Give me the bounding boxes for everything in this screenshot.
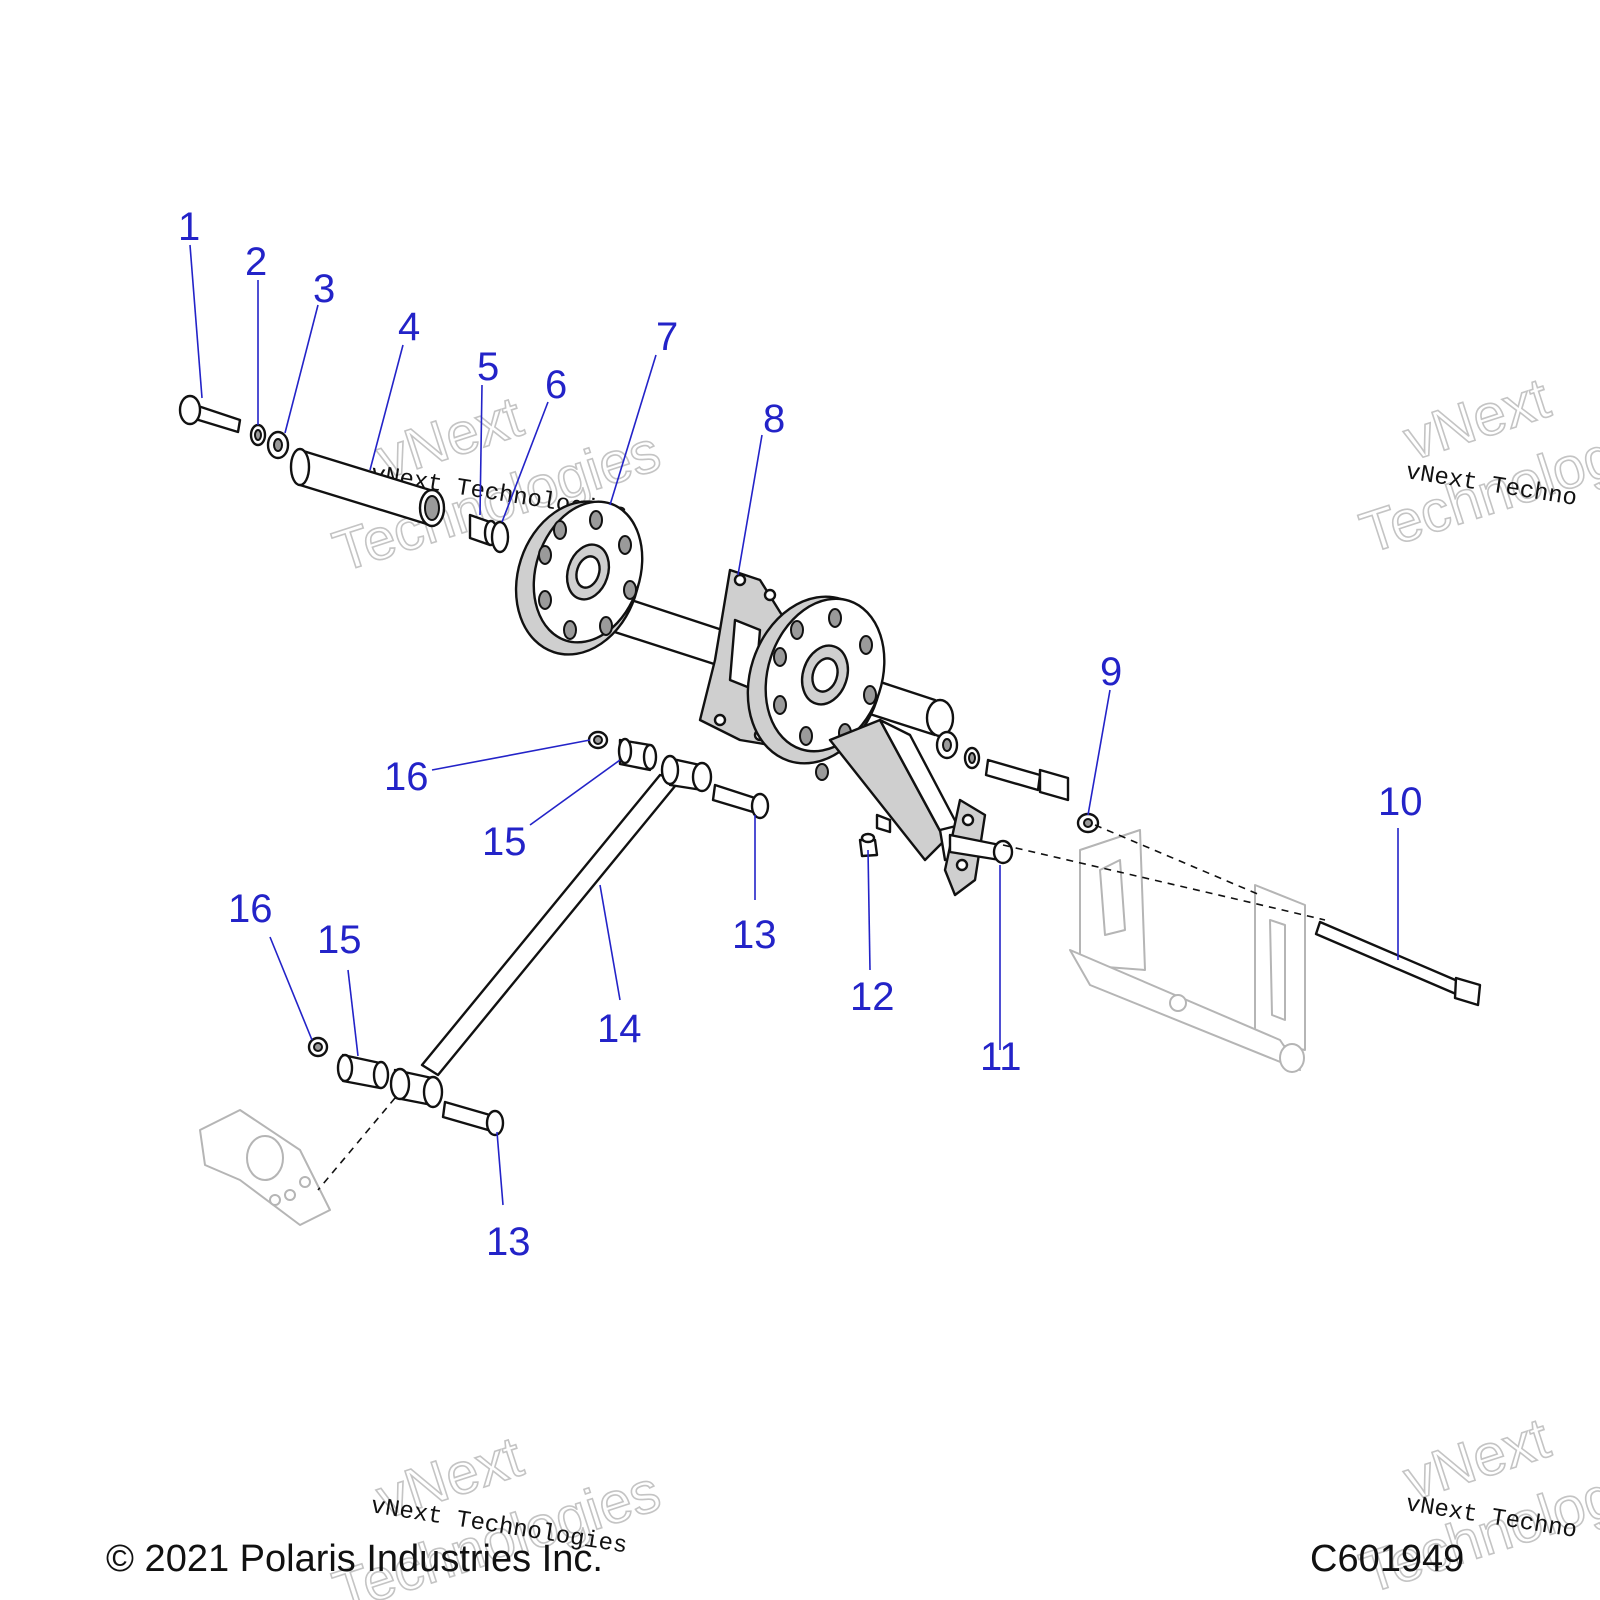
leader-lines — [189, 244, 1399, 1206]
callout-11: 11 — [980, 1035, 1022, 1079]
part-5-spacer — [468, 513, 499, 547]
callout-15-upper: 15 — [482, 820, 527, 864]
callout-10: 10 — [1378, 780, 1423, 824]
part-12-grease-fitting — [858, 832, 879, 858]
part-6-ring — [490, 520, 510, 554]
watermark: vNext Technologies — [1352, 365, 1600, 567]
rail-bracket-ghost — [1069, 829, 1306, 1073]
figure-code: C601949 — [1310, 1538, 1465, 1580]
callout-3: 3 — [313, 267, 335, 311]
part-9-nut — [1076, 812, 1100, 834]
part-4-tube — [289, 447, 446, 528]
part-7-idler-wheel — [514, 500, 644, 656]
part-3-washer — [266, 430, 290, 460]
part-11-bushing — [948, 833, 1014, 865]
callouts: 1 2 3 4 5 6 7 8 9 10 11 12 13 13 14 15 1… — [178, 205, 1423, 1264]
right-washer-b — [963, 746, 981, 770]
part-13-bolt-lower — [441, 1100, 505, 1137]
grease-fitting-upper — [875, 813, 892, 834]
swing-arm — [815, 718, 987, 897]
callout-6: 6 — [545, 363, 567, 407]
assembly-lines — [317, 824, 1326, 1191]
part-2-washer — [249, 423, 267, 447]
part-16-nut-lower — [307, 1036, 329, 1058]
part-15-spacer-lower — [336, 1053, 390, 1090]
callout-13-lower: 13 — [486, 1220, 531, 1264]
callout-1: 1 — [178, 205, 200, 249]
right-bolt — [984, 758, 1070, 802]
callout-7: 7 — [656, 315, 678, 359]
callout-4: 4 — [398, 305, 420, 349]
part-10-long-bolt — [1314, 920, 1482, 1007]
right-washer-a — [935, 730, 959, 760]
part-13-bolt-upper — [711, 783, 770, 820]
callout-5: 5 — [477, 345, 499, 389]
part-7-idler-wheel-right — [746, 595, 886, 765]
callout-16-lower: 16 — [228, 887, 273, 931]
arm-mount-ghost — [199, 1109, 331, 1226]
callout-16-upper: 16 — [384, 755, 429, 799]
part-15-spacer-upper — [617, 737, 658, 772]
copyright-notice: © 2021 Polaris Industries Inc. — [106, 1538, 603, 1580]
part-16-nut-upper — [587, 730, 609, 750]
callout-8: 8 — [763, 397, 785, 441]
callout-9: 9 — [1100, 650, 1122, 694]
callout-12: 12 — [850, 975, 895, 1019]
part-1-bolt — [178, 394, 242, 434]
callout-13-upper: 13 — [732, 913, 777, 957]
callout-14: 14 — [597, 1007, 642, 1051]
callout-15-lower: 15 — [317, 918, 362, 962]
part-14-torque-arm — [389, 754, 713, 1109]
callout-2: 2 — [245, 240, 267, 284]
